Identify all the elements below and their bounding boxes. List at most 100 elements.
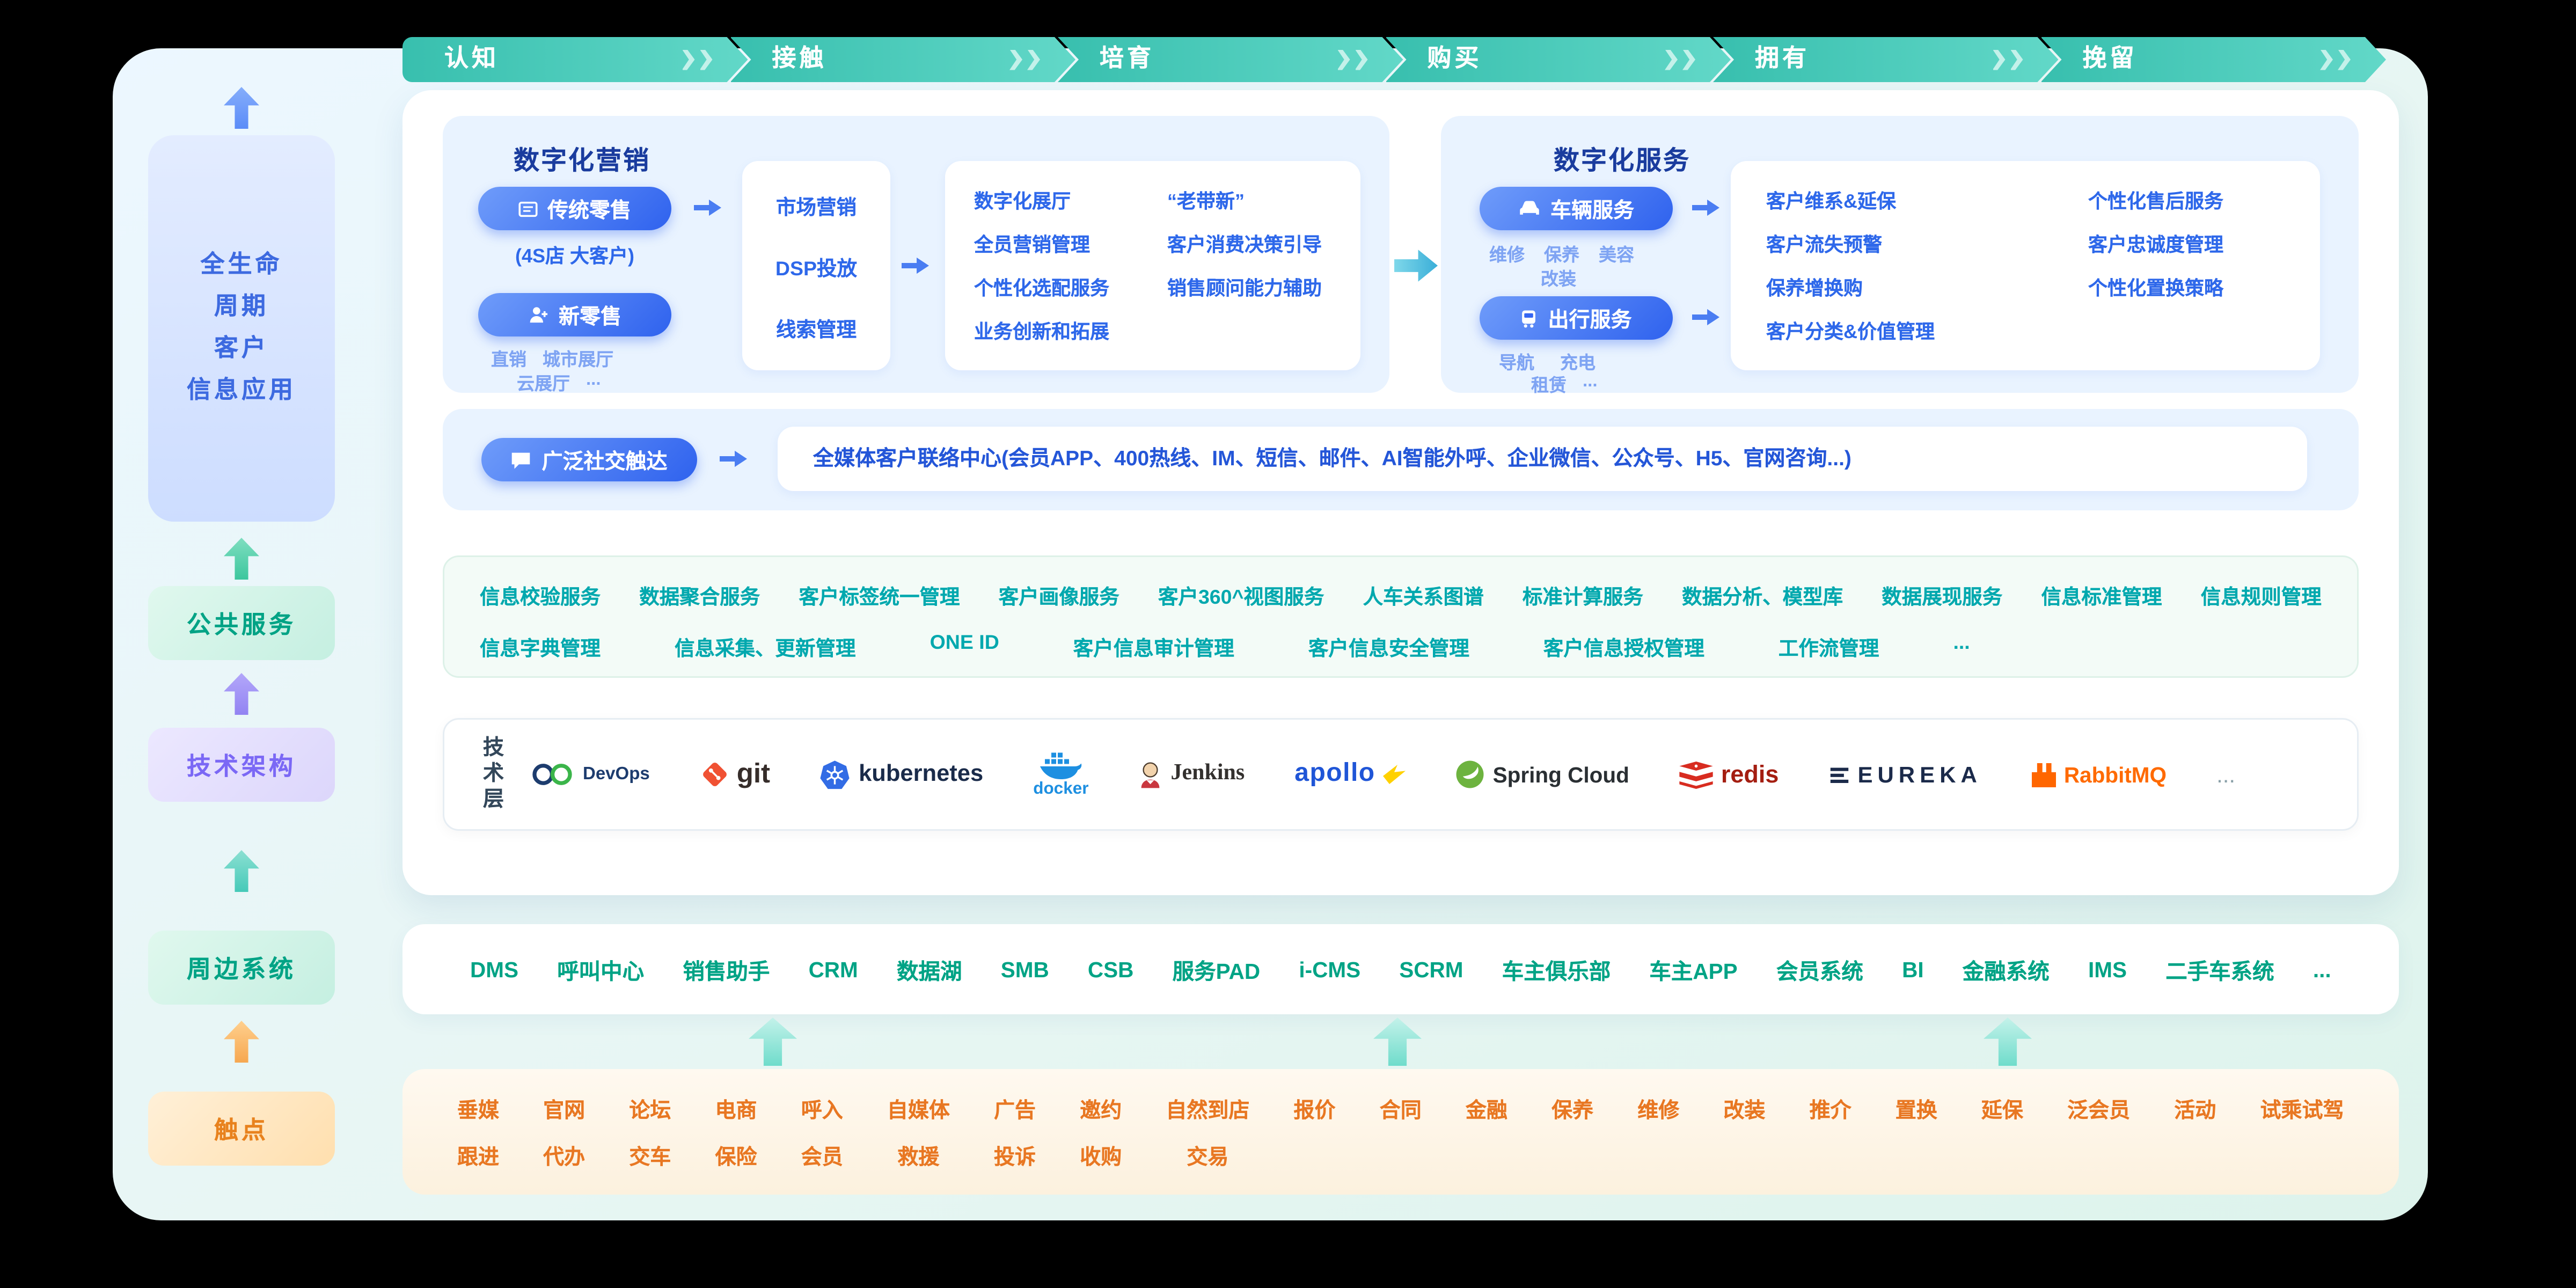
rail-label: 周边系统 [186, 955, 296, 983]
tech-logo-row: DevOps git kubernetes docker Jenkins [530, 751, 2235, 798]
capability-item: “老带新” [1167, 190, 1245, 213]
capability-item: 业务创新和拓展 [974, 320, 1110, 343]
public-service-item: 信息校验服务 [480, 586, 601, 609]
spring-icon [1457, 760, 1484, 788]
devops-icon [532, 764, 572, 785]
logo-text: DevOps [583, 765, 650, 784]
jenkins-icon [1141, 762, 1160, 788]
lifecycle-box: 全生命周期客户信息应用 [148, 135, 335, 522]
touchpoint-item: 试乘试驾 [2260, 1098, 2344, 1122]
peripheral-system-item: SCRM [1399, 957, 1463, 982]
capability-item: 个性化选配服务 [974, 277, 1110, 299]
public-service-item: 信息标准管理 [2041, 586, 2162, 609]
traditional-retail-pill: 传统零售 [478, 187, 671, 230]
digital-service-section: 数字化服务 车辆服务 维修保养美容 改装 出行服务 导航充电 租赁... 客户维… [1441, 116, 2359, 396]
tech-layer-label: 技术层 [480, 736, 504, 813]
chevron-separator-icon [1665, 49, 1695, 70]
marketing-capabilities-box: 数字化展厅全员营销管理个性化选配服务业务创新和拓展 “老带新”客户消费决策引导销… [945, 161, 1360, 370]
touchpoint-item: 广告 [994, 1098, 1036, 1122]
touchpoint-item: 自媒体 [887, 1098, 950, 1122]
capability-item: 客户维系&延保 [1766, 190, 1897, 213]
right-arrow-icon [1692, 199, 1719, 216]
funnel-item: 线索管理 [775, 318, 857, 341]
logo-text: apollo [1294, 760, 1375, 787]
public-service-item: 客户画像服务 [998, 586, 1119, 609]
public-service-item: 信息字典管理 [480, 638, 601, 660]
peripheral-system-item: 数据湖 [897, 960, 962, 984]
lifecycle-line: 周期 [214, 293, 269, 320]
sub-label: 直销 [491, 351, 526, 370]
omnichannel-contact-text: 全媒体客户联络中心(会员APP、400热线、IM、短信、邮件、AI智能外呼、企业… [813, 446, 1851, 470]
logo-spring-cloud: Spring Cloud [1456, 760, 1629, 789]
touchpoint-item: 交车 [629, 1145, 671, 1169]
touchpoint-item: 呼入 [801, 1098, 843, 1122]
logo-text: docker [1033, 778, 1089, 798]
public-service-item: 客户信息安全管理 [1308, 638, 1469, 660]
journey-stage-awareness: 认知 [402, 37, 748, 82]
logo-text: git [736, 758, 771, 789]
touchpoint-item: 官网 [543, 1098, 586, 1122]
pill-label: 车辆服务 [1550, 198, 1634, 222]
pill-label: 广泛社交触达 [541, 449, 668, 473]
eureka-icon [1830, 767, 1848, 782]
vehicle-subs-line1: 维修保养美容 [1489, 241, 1634, 267]
vehicle-service-pill: 车辆服务 [1480, 187, 1673, 230]
journey-stage-purchase: 购买 [1386, 37, 1731, 82]
capability-item: 保养增换购 [1766, 277, 1863, 299]
service-capabilities-box: 客户维系&延保客户流失预警保养增换购客户分类&价值管理 个性化售后服务客户忠诚度… [1731, 161, 2320, 370]
sub-label: 租赁 [1531, 377, 1567, 396]
sub-label: 改装 [1541, 270, 1576, 290]
digital-marketing-section: 数字化营销 传统零售 (4S店 大客户) 新零售 直销城市展厅 云展厅... 市… [443, 116, 1389, 396]
peripheral-system-item: CSB [1087, 957, 1134, 982]
rabbitmq-icon [2031, 762, 2056, 787]
journey-stage-contact: 接触 [730, 37, 1076, 82]
sub-label: 美容 [1599, 246, 1634, 266]
new-retail-subs-line2: 云展厅... [517, 370, 601, 396]
touchpoint-item: 论坛 [629, 1098, 671, 1122]
logo-devops: DevOps [530, 762, 650, 787]
right-arrow-icon [694, 199, 721, 216]
logo-kubernetes: kubernetes [820, 759, 983, 790]
main-panel: 数字化营销 传统零售 (4S店 大客户) 新零售 直销城市展厅 云展厅... 市… [402, 90, 2399, 895]
touchpoint-item: 投诉 [994, 1145, 1036, 1169]
rail-label: 触点 [214, 1116, 269, 1144]
capability-column: 个性化售后服务客户忠诚度管理个性化置换策略 [2088, 180, 2223, 311]
capability-item: 客户分类&价值管理 [1766, 320, 1935, 343]
logo-text: Jenkins [1170, 762, 1245, 786]
rail-label: 技术架构 [186, 752, 296, 780]
apollo-bird-icon [1383, 765, 1406, 784]
peripheral-system-item: 呼叫中心 [557, 960, 645, 984]
peripheral-system-item: BI [1902, 957, 1924, 982]
public-service-item: 人车关系图谱 [1363, 586, 1484, 609]
capability-item: 客户流失预警 [1766, 233, 1883, 256]
logo-text: RabbitMQ [2063, 762, 2167, 787]
peripheral-system-item: SMB [1000, 957, 1049, 982]
touchpoint-item: 交易 [1187, 1145, 1229, 1169]
big-right-arrow-icon [1394, 250, 1438, 282]
public-service-item: 标准计算服务 [1522, 586, 1643, 609]
public-service-item: 数据展现服务 [1882, 586, 2003, 609]
public-service-item: ... [1953, 631, 1970, 654]
sub-label: ... [1583, 372, 1598, 391]
public-services-band: 信息校验服务数据聚合服务客户标签统一管理客户画像服务客户360^视图服务人车关系… [443, 555, 2359, 678]
touchpoint-item: 泛会员 [2067, 1098, 2131, 1122]
lifecycle-line: 全生命 [200, 251, 283, 279]
public-service-item: 客户标签统一管理 [799, 586, 960, 609]
pill-label: 新零售 [558, 304, 621, 328]
stage-label: 购买 [1427, 45, 1482, 72]
right-arrow-icon [720, 450, 747, 467]
traditional-retail-sub: (4S店 大客户) [515, 245, 634, 267]
rail-public-services: 公共服务 [148, 586, 335, 660]
touchpoint-item: 推介 [1809, 1098, 1851, 1122]
capability-item: 数字化展厅 [974, 190, 1071, 213]
person-plus-icon [530, 307, 548, 323]
right-arrow-icon [1692, 309, 1719, 326]
peripheral-system-item: ... [2312, 957, 2331, 982]
chevron-separator-icon [1993, 49, 2023, 70]
peripheral-system-item: DMS [470, 957, 518, 982]
vehicle-subs-line2: 改装 [1541, 266, 1576, 291]
